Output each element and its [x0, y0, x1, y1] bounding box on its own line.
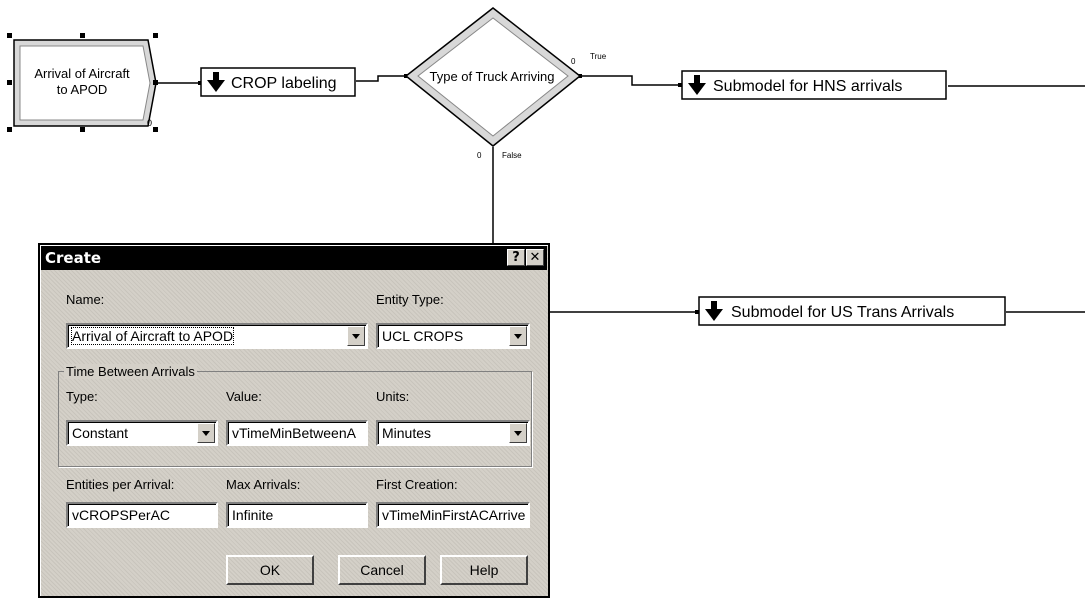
chevron-down-icon[interactable]: [347, 326, 365, 346]
entities-per-arrival-label: Entities per Arrival:: [66, 477, 175, 492]
ok-button[interactable]: OK: [226, 555, 314, 585]
units-dropdown[interactable]: Minutes: [376, 420, 530, 446]
submodel-hns[interactable]: Submodel for HNS arrivals: [681, 70, 947, 100]
type-dropdown[interactable]: Constant: [66, 420, 218, 446]
submodel-hns-label: Submodel for HNS arrivals: [713, 78, 902, 95]
create-module-counter: 0: [147, 118, 152, 128]
submodel-down-arrow-icon: [705, 301, 723, 321]
create-module[interactable]: Arrival of Aircraft to APOD 0: [7, 33, 158, 132]
connector-decide-to-hns[interactable]: [580, 75, 680, 86]
submodel-down-arrow-icon: [207, 72, 225, 92]
value-label: Value:: [226, 389, 262, 404]
entities-per-arrival-value: vCROPSPerAC: [72, 507, 171, 523]
create-module-label-line1: Arrival of Aircraft: [34, 66, 130, 81]
max-arrivals-value: Infinite: [232, 507, 274, 523]
dialog-titlebar[interactable]: Create ? ✕: [41, 246, 547, 270]
submodel-us-trans-label: Submodel for US Trans Arrivals: [731, 304, 954, 321]
value-value: vTimeMinBetweenA: [232, 425, 356, 441]
close-icon[interactable]: ✕: [526, 249, 544, 266]
help-icon[interactable]: ?: [507, 249, 525, 266]
crop-labeling-label: CROP labeling: [231, 75, 337, 92]
first-creation-input[interactable]: vTimeMinFirstACArrive: [376, 502, 530, 528]
entities-per-arrival-input[interactable]: vCROPSPerAC: [66, 502, 218, 528]
create-module-label-line2: to APOD: [57, 82, 108, 97]
type-value: Constant: [72, 425, 129, 441]
max-arrivals-input[interactable]: Infinite: [226, 502, 368, 528]
decide-true-counter: 0: [571, 57, 576, 66]
connector-crop-to-decide[interactable]: [356, 75, 408, 82]
connectors: [157, 75, 1085, 313]
decide-module[interactable]: Type of Truck Arriving 0 True 0 False: [404, 7, 607, 160]
first-creation-value: vTimeMinFirstACArrive: [382, 507, 526, 523]
submodel-us-trans[interactable]: Submodel for US Trans Arrivals: [698, 296, 1006, 326]
name-label: Name:: [66, 292, 105, 307]
dialog-title: Create: [45, 249, 102, 267]
chevron-down-icon[interactable]: [197, 423, 215, 443]
first-creation-label: First Creation:: [376, 477, 458, 492]
create-dialog: Create ? ✕ Name: Arrival of Aircraft to …: [38, 243, 550, 598]
decide-false-label: False: [502, 151, 522, 160]
value-input[interactable]: vTimeMinBetweenA: [226, 420, 368, 446]
time-between-arrivals-group: [58, 371, 532, 467]
name-value: Arrival of Aircraft to APOD: [70, 327, 235, 345]
cancel-button[interactable]: Cancel: [338, 555, 426, 585]
decide-label: Type of Truck Arriving: [430, 69, 555, 84]
decide-false-counter: 0: [477, 151, 482, 160]
name-dropdown[interactable]: Arrival of Aircraft to APOD: [66, 323, 368, 349]
chevron-down-icon[interactable]: [509, 423, 527, 443]
selection-handles[interactable]: [7, 33, 158, 132]
units-label: Units:: [376, 389, 410, 404]
type-label: Type:: [66, 389, 98, 404]
help-button[interactable]: Help: [440, 555, 528, 585]
crop-labeling-process[interactable]: CROP labeling: [200, 67, 356, 97]
submodel-down-arrow-icon: [688, 75, 706, 95]
max-arrivals-label: Max Arrivals:: [226, 477, 301, 492]
chevron-down-icon[interactable]: [509, 326, 527, 346]
time-between-arrivals-label: Time Between Arrivals: [64, 364, 197, 379]
entity-type-value: UCL CROPS: [382, 328, 464, 344]
decide-true-label: True: [590, 52, 607, 61]
entity-type-dropdown[interactable]: UCL CROPS: [376, 323, 530, 349]
units-value: Minutes: [382, 425, 432, 441]
entity-type-label: Entity Type:: [376, 292, 444, 307]
